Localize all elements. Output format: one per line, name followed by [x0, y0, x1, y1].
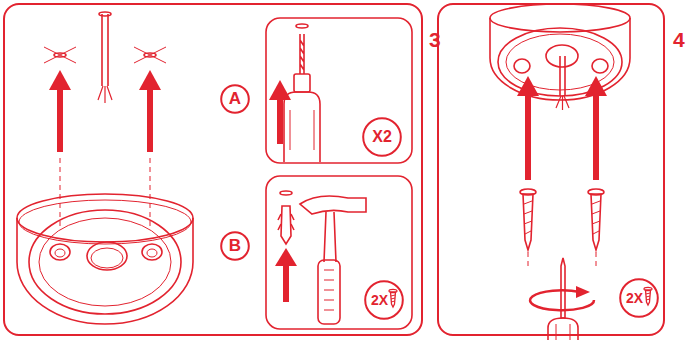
- cable: [98, 12, 112, 103]
- inset-frame: [266, 18, 412, 163]
- badge-label: 2X: [371, 292, 388, 308]
- count-badge: 2X: [619, 278, 659, 318]
- hammer: [300, 196, 366, 324]
- up-arrow: [275, 248, 297, 302]
- option-badge: A: [220, 84, 250, 114]
- drill: [284, 24, 320, 162]
- up-arrow: [49, 70, 161, 152]
- badge-label: 2X: [626, 290, 643, 306]
- up-arrow: [517, 76, 607, 180]
- count-badge: 2X: [364, 280, 404, 320]
- step-panel: 42X: [437, 3, 665, 336]
- count-badge: X2: [362, 117, 402, 157]
- ceiling-mount: [17, 194, 193, 324]
- screw-icon: [389, 289, 397, 307]
- inset-frame: [266, 176, 412, 329]
- up-arrow: [269, 80, 291, 144]
- cable: [556, 56, 569, 110]
- step-number: 4: [673, 29, 685, 50]
- rotation-arrow: [530, 286, 594, 310]
- wall-plug: [278, 191, 294, 244]
- screwdriver: [548, 258, 578, 340]
- badge-label: X2: [372, 128, 392, 146]
- badge-label: B: [229, 236, 241, 256]
- screw-icon: [644, 287, 652, 305]
- drill-mark: [44, 47, 166, 63]
- option-badge: B: [220, 231, 250, 261]
- screw: [520, 189, 604, 250]
- badge-label: A: [229, 89, 241, 109]
- step-panel: 3AX2B2X: [3, 3, 423, 336]
- ceiling-mount: [490, 4, 630, 100]
- step-four-art: [490, 4, 652, 340]
- step-three-art: [17, 12, 412, 329]
